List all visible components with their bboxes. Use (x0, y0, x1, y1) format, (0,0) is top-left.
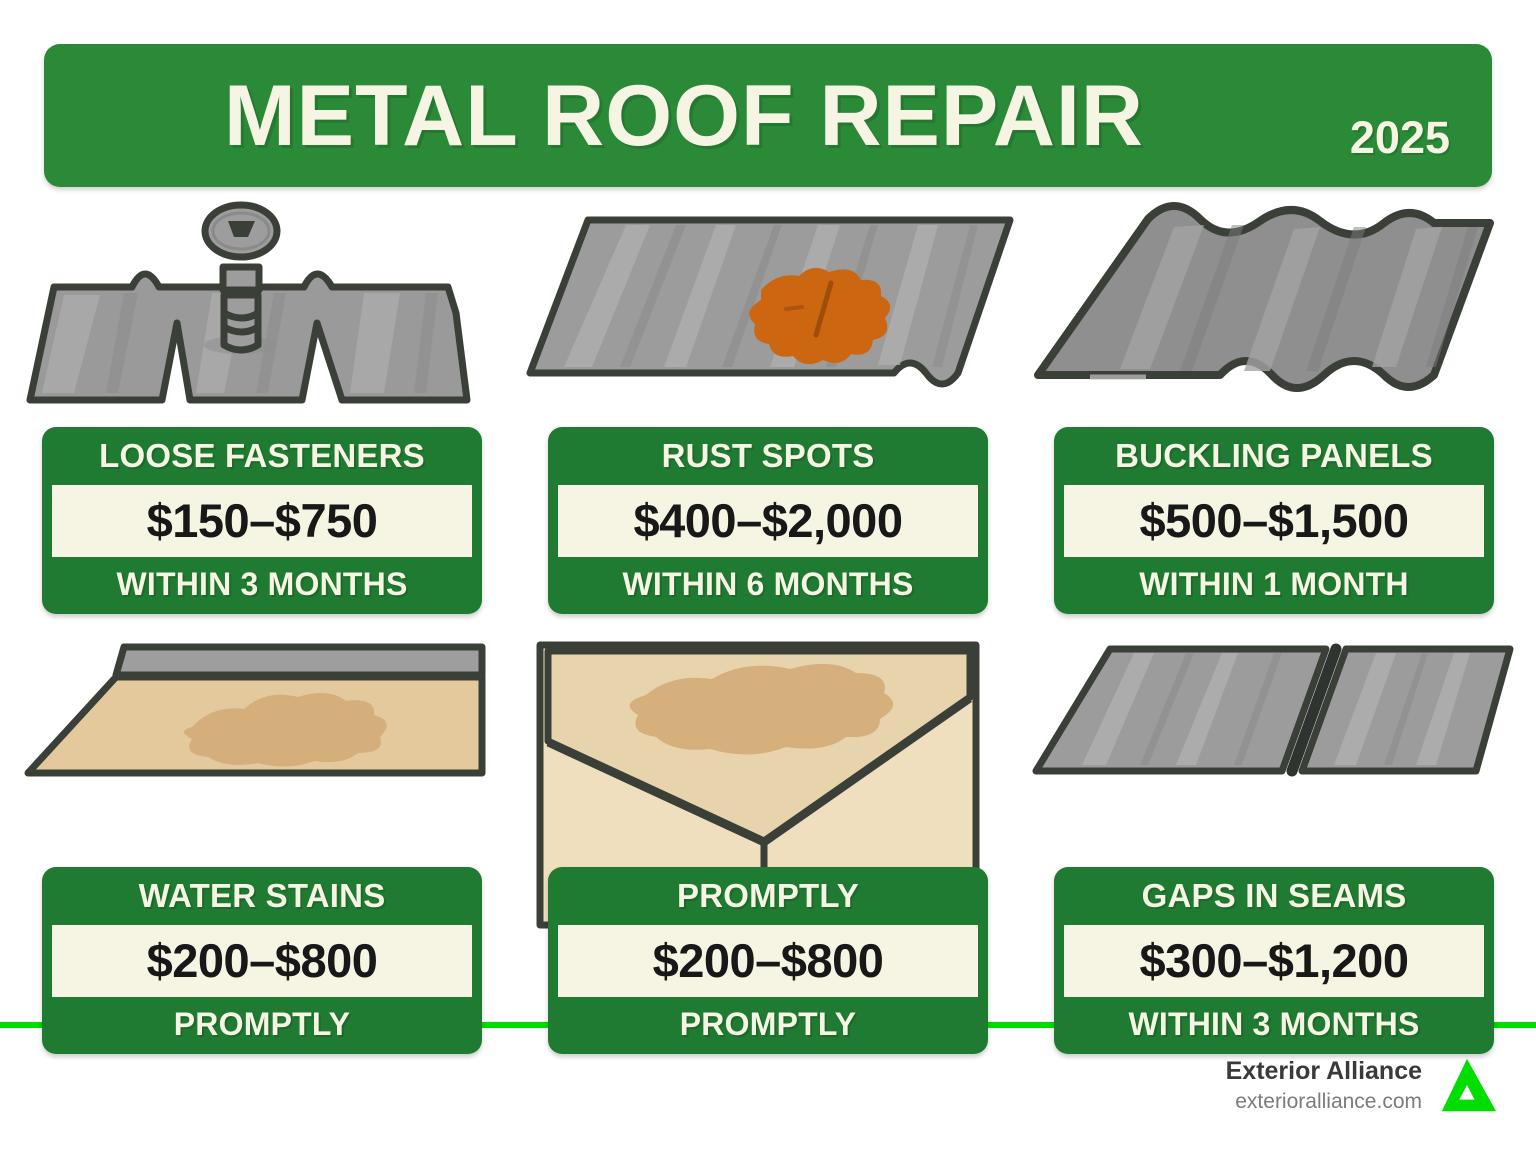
card-timing: WITHIN 3 MONTHS (116, 565, 408, 602)
card-cell-loose-fasteners: LOOSE FASTENERS $150–$750 WITHIN 3 MONTH… (12, 195, 512, 614)
info-card: RUST SPOTS $400–$2,000 WITHIN 6 MONTHS (548, 427, 988, 614)
ceiling-panel-water-stain-icon (12, 635, 512, 865)
metal-panel-with-rust-spot-icon (518, 195, 1018, 425)
cards-grid: LOOSE FASTENERS $150–$750 WITHIN 3 MONTH… (0, 195, 1536, 1054)
info-card: WATER STAINS $200–$800 PROMPTLY (42, 867, 482, 1054)
info-card: LOOSE FASTENERS $150–$750 WITHIN 3 MONTH… (42, 427, 482, 614)
info-card: BUCKLING PANELS $500–$1,500 WITHIN 1 MON… (1054, 427, 1494, 614)
card-price: $400–$2,000 (633, 494, 903, 548)
page-title: METAL ROOF REPAIR (224, 67, 1144, 164)
card-title: RUST SPOTS (661, 437, 875, 474)
card-timing: WITHIN 6 MONTHS (622, 565, 914, 602)
card-cell-water-stains: WATER STAINS $200–$800 PROMPTLY (12, 635, 512, 1054)
footer-text-block: Exterior Alliance exterioralliance.com (1226, 1056, 1422, 1116)
card-title: GAPS IN SEAMS (1141, 877, 1407, 914)
card-cell-rust-spots: RUST SPOTS $400–$2,000 WITHIN 6 MONTHS (518, 195, 1018, 614)
card-title: PROMPTLY (677, 877, 859, 914)
card-timing: WITHIN 1 MONTH (1139, 565, 1409, 602)
card-price: $300–$1,200 (1139, 934, 1409, 988)
price-band: $300–$1,200 (1064, 924, 1484, 997)
info-card: GAPS IN SEAMS $300–$1,200 WITHIN 3 MONTH… (1054, 867, 1494, 1054)
card-timing: PROMPTLY (173, 1005, 351, 1042)
price-band: $400–$2,000 (558, 484, 978, 557)
card-price: $200–$800 (146, 934, 378, 988)
buckled-wavy-panel-icon (1024, 195, 1524, 425)
header-banner: METAL ROOF REPAIR 2025 (44, 44, 1492, 187)
card-price: $500–$1,500 (1139, 494, 1409, 548)
price-band: $200–$800 (52, 924, 472, 997)
two-panels-seam-gap-icon (1024, 635, 1524, 865)
card-cell-buckling-panels: BUCKLING PANELS $500–$1,500 WITHIN 1 MON… (1024, 195, 1524, 614)
card-price: $200–$800 (652, 934, 884, 988)
info-card: PROMPTLY $200–$800 PROMPTLY (548, 867, 988, 1054)
price-band: $500–$1,500 (1064, 484, 1484, 557)
brand-url[interactable]: exterioralliance.com (1235, 1090, 1422, 1114)
triangle-a-logo-icon (1436, 1055, 1498, 1117)
price-band: $150–$750 (52, 484, 472, 557)
card-title: LOOSE FASTENERS (99, 437, 425, 474)
price-band: $200–$800 (558, 924, 978, 997)
card-cell-ceiling-corner: PROMPTLY $200–$800 PROMPTLY (518, 635, 1018, 1054)
brand-name: Exterior Alliance (1225, 1057, 1422, 1086)
card-title: WATER STAINS (138, 877, 386, 914)
footer-branding: Exterior Alliance exterioralliance.com (1226, 1055, 1498, 1117)
card-title: BUCKLING PANELS (1115, 437, 1433, 474)
ceiling-corner-water-stain-icon (518, 635, 1018, 935)
corrugated-panel-with-screw-icon (12, 195, 512, 425)
card-timing: PROMPTLY (679, 1005, 857, 1042)
card-cell-gaps-in-seams: GAPS IN SEAMS $300–$1,200 WITHIN 3 MONTH… (1024, 635, 1524, 1054)
card-price: $150–$750 (146, 494, 378, 548)
year-badge: 2025 (1349, 112, 1450, 163)
card-timing: WITHIN 3 MONTHS (1128, 1005, 1420, 1042)
